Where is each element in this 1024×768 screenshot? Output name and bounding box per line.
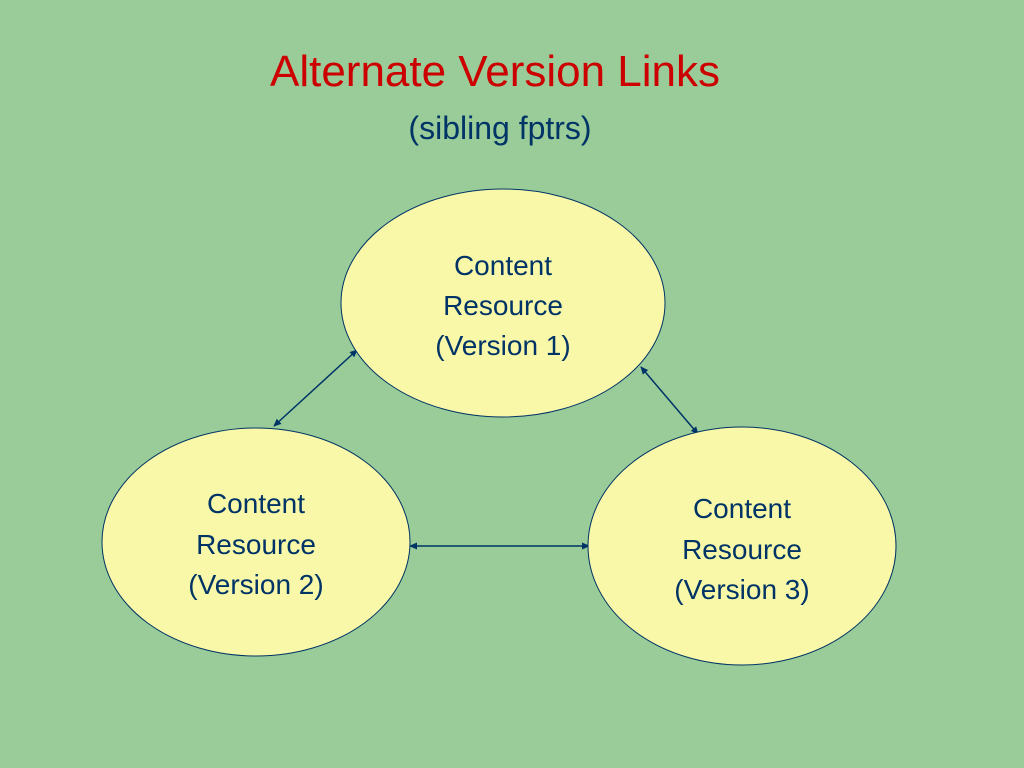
slide-title: Alternate Version Links: [269, 47, 721, 96]
node-version-1-line-1: Content: [454, 250, 552, 281]
node-version-1-shape: [340, 188, 666, 418]
node-version-3-shape: [587, 426, 897, 666]
node-version-1: Content Resource (Version 1): [340, 188, 666, 418]
node-version-2-shape: [101, 427, 411, 657]
link-version1-version2: [273, 349, 358, 427]
node-version-2-line-3: (Version 2): [188, 569, 323, 600]
node-version-2-line-2: Resource: [196, 529, 316, 560]
node-version-1-line-2: Resource: [443, 290, 563, 321]
node-version-3-line-3: (Version 3): [674, 574, 809, 605]
link-version1-version3: [640, 366, 699, 435]
slide-subtitle: (sibling fptrs): [408, 110, 592, 146]
node-version-2-line-1: Content: [207, 488, 305, 519]
node-version-3-line-2: Resource: [682, 534, 802, 565]
node-version-2: Content Resource (Version 2): [101, 427, 411, 657]
node-version-3: Content Resource (Version 3): [587, 426, 897, 666]
node-version-3-line-1: Content: [693, 493, 791, 524]
node-version-1-line-3: (Version 1): [435, 330, 570, 361]
